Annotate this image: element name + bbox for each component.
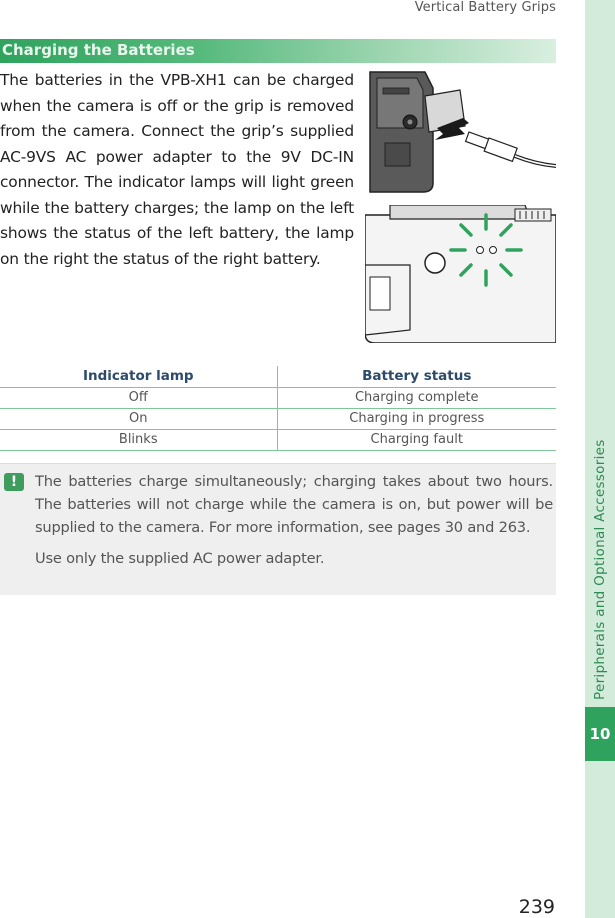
running-header: Vertical Battery Grips: [414, 0, 556, 15]
grip-connector-illustration: [365, 68, 557, 193]
table-cell-lamp: Blinks: [0, 429, 278, 451]
table-cell-status: Charging fault: [277, 429, 556, 451]
table-cell-lamp: Off: [0, 387, 278, 409]
table-cell-status: Charging in progress: [277, 408, 556, 430]
caution-icon: !: [4, 473, 24, 491]
caution-note: ! The batteries charge simultaneously; c…: [0, 463, 556, 595]
section-header-bar: Charging the Batteries: [0, 39, 556, 63]
chapter-side-label: Peripherals and Optional Accessories: [592, 439, 608, 700]
chapter-side-strip: Peripherals and Optional Accessories 10: [585, 0, 615, 918]
table-cell-status: Charging complete: [277, 387, 556, 409]
chapter-number-tab: 10: [585, 707, 615, 761]
section-title: Charging the Batteries: [2, 41, 195, 59]
indicator-status-table: Indicator lamp Battery status Off Chargi…: [0, 366, 556, 451]
column-header-battery-status: Battery status: [277, 366, 556, 388]
table-row: Off Charging complete: [0, 387, 556, 409]
table-header-row: Indicator lamp Battery status: [0, 366, 556, 388]
column-header-indicator-lamp: Indicator lamp: [0, 366, 278, 388]
body-paragraph: The batteries in the VPB-XH1 can be char…: [0, 71, 354, 268]
page-number: 239: [518, 896, 555, 918]
table-cell-lamp: On: [0, 408, 278, 430]
note-paragraph: Use only the supplied AC power adapter.: [35, 550, 325, 567]
indicator-lamps-illustration: [364, 204, 557, 344]
table-row: Blinks Charging fault: [0, 429, 556, 451]
table-row: On Charging in progress: [0, 408, 556, 430]
note-paragraph: The batteries charge simultaneously; cha…: [35, 473, 553, 536]
note-text: The batteries charge simultaneously; cha…: [35, 470, 553, 570]
